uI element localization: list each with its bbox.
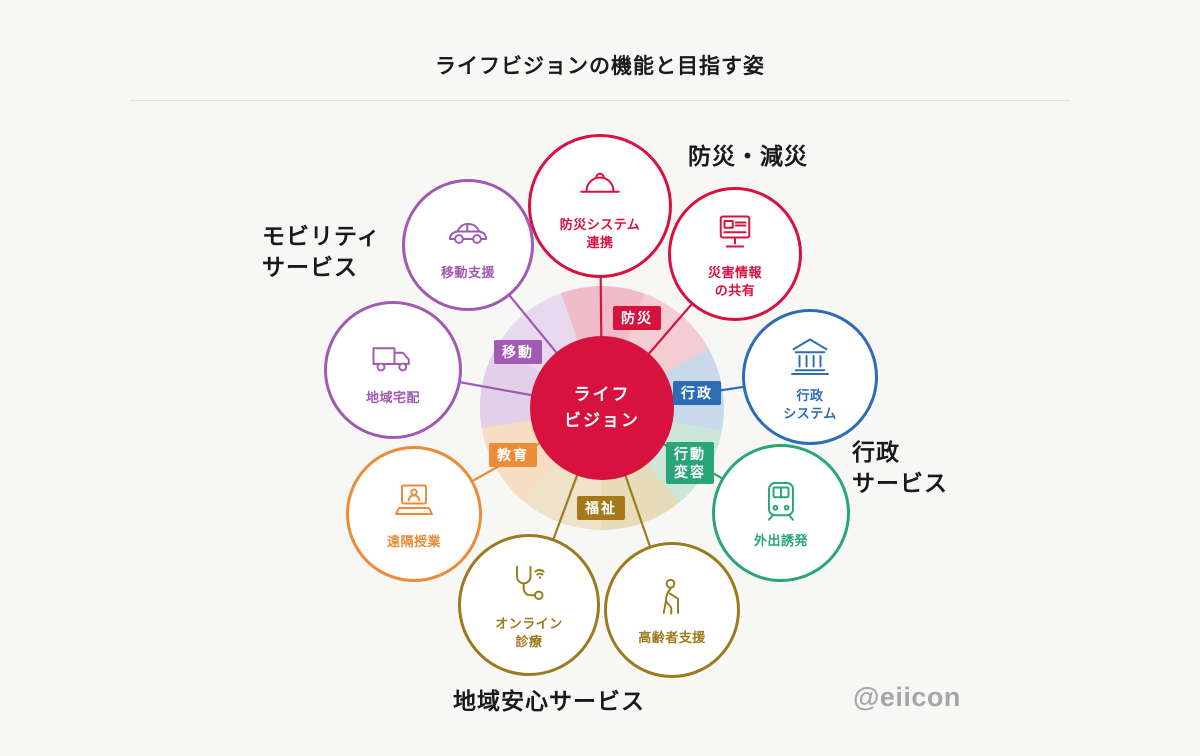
node-label-line: 診療 bbox=[515, 633, 543, 649]
wedge-tag-label: 教育 bbox=[497, 447, 529, 463]
government-building-icon bbox=[791, 338, 829, 375]
node-label-line: システム bbox=[783, 405, 837, 421]
node-gyousei-system: 行政 システム bbox=[742, 309, 878, 445]
stethoscope-wifi-icon bbox=[516, 565, 545, 600]
wedge-tag-idou: 移動 bbox=[494, 340, 542, 365]
node-label-line: 高齢者支援 bbox=[638, 629, 706, 645]
node-label: 防災システム 連携 bbox=[560, 216, 641, 251]
node-label: 遠隔授業 bbox=[387, 533, 441, 551]
group-label-line: サービス bbox=[262, 254, 358, 281]
page-title: ライフビジョンの機能と目指す姿 bbox=[435, 55, 765, 78]
node-label: 災害情報 の共有 bbox=[708, 264, 762, 299]
node-label-line: 地域宅配 bbox=[365, 389, 420, 405]
wedge-tag-bousai: 防災 bbox=[613, 306, 661, 331]
delivery-truck-icon bbox=[372, 346, 410, 372]
node-gaishutsu-yuhatsu: 外出誘発 bbox=[712, 444, 850, 582]
group-label-line: 行政 bbox=[852, 439, 900, 465]
node-label: 行政 システム bbox=[783, 387, 837, 422]
wedge-tag-label: 防災 bbox=[621, 310, 653, 326]
helmet-icon bbox=[580, 172, 620, 193]
node-label: 高齢者支援 bbox=[638, 629, 706, 647]
node-label-line: 移動支援 bbox=[440, 264, 495, 280]
elderly-person-icon bbox=[662, 578, 679, 615]
node-label-line: 連携 bbox=[586, 234, 614, 250]
wedge-tag-gyousei: 行政 bbox=[673, 381, 721, 406]
node-idou-shien: 移動支援 bbox=[402, 179, 534, 311]
node-koureisha-shien: 高齢者支援 bbox=[604, 542, 740, 678]
wedge-tag-label: 福祉 bbox=[585, 500, 617, 516]
wedge-tag-fukushi: 福祉 bbox=[577, 496, 625, 521]
node-label-line: 防災システム bbox=[559, 216, 641, 232]
node-label-line: 行政 bbox=[796, 387, 824, 403]
wedge-tag-label: 行動 bbox=[674, 446, 706, 462]
eiicon-watermark: @eiicon bbox=[853, 682, 961, 712]
wedge-tag-label: 変容 bbox=[674, 464, 706, 481]
node-online-shinryo: オンライン 診療 bbox=[458, 534, 600, 676]
train-icon bbox=[768, 481, 794, 521]
wedge-tag-kyouiku: 教育 bbox=[489, 443, 537, 468]
wedge-tag-label: 行政 bbox=[681, 385, 713, 401]
group-label-chiiki-anshin-service: 地域安心サービス bbox=[453, 686, 645, 717]
hub-label-line: ライフ bbox=[573, 384, 631, 404]
group-label-mobility-service: モビリティ サービス bbox=[262, 221, 381, 283]
node-label: 移動支援 bbox=[441, 264, 495, 282]
group-label-line: サービス bbox=[852, 470, 948, 497]
group-label-line: モビリティ bbox=[262, 223, 381, 249]
title-underline bbox=[130, 100, 1070, 101]
node-label-line: オンライン bbox=[495, 615, 563, 631]
node-saigai-joho: 災害情報 の共有 bbox=[668, 187, 802, 321]
car-icon bbox=[449, 222, 487, 244]
laptop-lesson-icon bbox=[395, 484, 433, 515]
news-monitor-icon bbox=[719, 215, 751, 248]
node-label-line: 遠隔授業 bbox=[386, 533, 441, 549]
group-label-line: 地域安心サービス bbox=[453, 688, 645, 714]
group-label-line: 防災・減災 bbox=[688, 143, 808, 169]
node-label-line: 外出誘発 bbox=[753, 532, 808, 548]
node-label-line: の共有 bbox=[714, 282, 756, 298]
node-enkaku-jugyo: 遠隔授業 bbox=[346, 446, 482, 582]
wedge-tag-koudou-henyou: 行動 変容 bbox=[666, 442, 714, 485]
group-label-bousai-gensai: 防災・減災 bbox=[688, 141, 808, 172]
node-label: オンライン 診療 bbox=[495, 615, 563, 650]
wedge-tag-label: 移動 bbox=[502, 344, 534, 360]
node-bousai-system: 防災システム 連携 bbox=[528, 134, 672, 278]
group-label-gyousei-service: 行政 サービス bbox=[852, 437, 948, 499]
hub-label-line: ビジョン bbox=[564, 411, 640, 430]
node-label: 地域宅配 bbox=[366, 389, 420, 407]
node-chiiki-takuhai: 地域宅配 bbox=[324, 301, 462, 439]
hub-life-vision: ライフ ビジョン bbox=[530, 336, 674, 480]
node-label-line: 災害情報 bbox=[707, 264, 762, 280]
node-label: 外出誘発 bbox=[754, 532, 808, 550]
